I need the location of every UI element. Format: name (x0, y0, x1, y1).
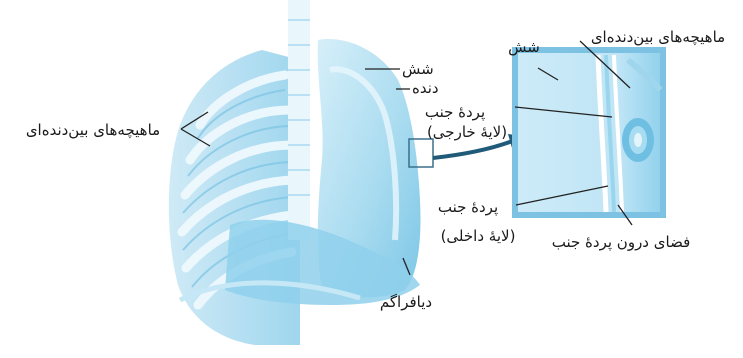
label-lung-main: شش (402, 60, 434, 78)
label-intercostal-top: ماهیچه‌های بین‌دنده‌ای (591, 28, 725, 46)
label-lung-inset: شش (508, 38, 540, 56)
label-pleura-inner-sub: (لایهٔ داخلی) (441, 227, 516, 245)
label-pleura-outer: پردهٔ جنب (425, 103, 485, 122)
label-rib: دنده (412, 79, 439, 97)
label-diaphragm: دیافراگم (380, 293, 432, 311)
label-pleura-inner: پردهٔ جنب (438, 198, 498, 217)
connector-arrow (433, 140, 515, 158)
label-pleural-space: فضای درون پردهٔ جنب (552, 233, 691, 252)
label-pleura-outer-sub: (لایهٔ خارجی) (427, 123, 507, 141)
label-intercostal-left: ماهیچه‌های بین‌دنده‌ای (26, 121, 160, 139)
thorax-illustration (169, 0, 522, 345)
